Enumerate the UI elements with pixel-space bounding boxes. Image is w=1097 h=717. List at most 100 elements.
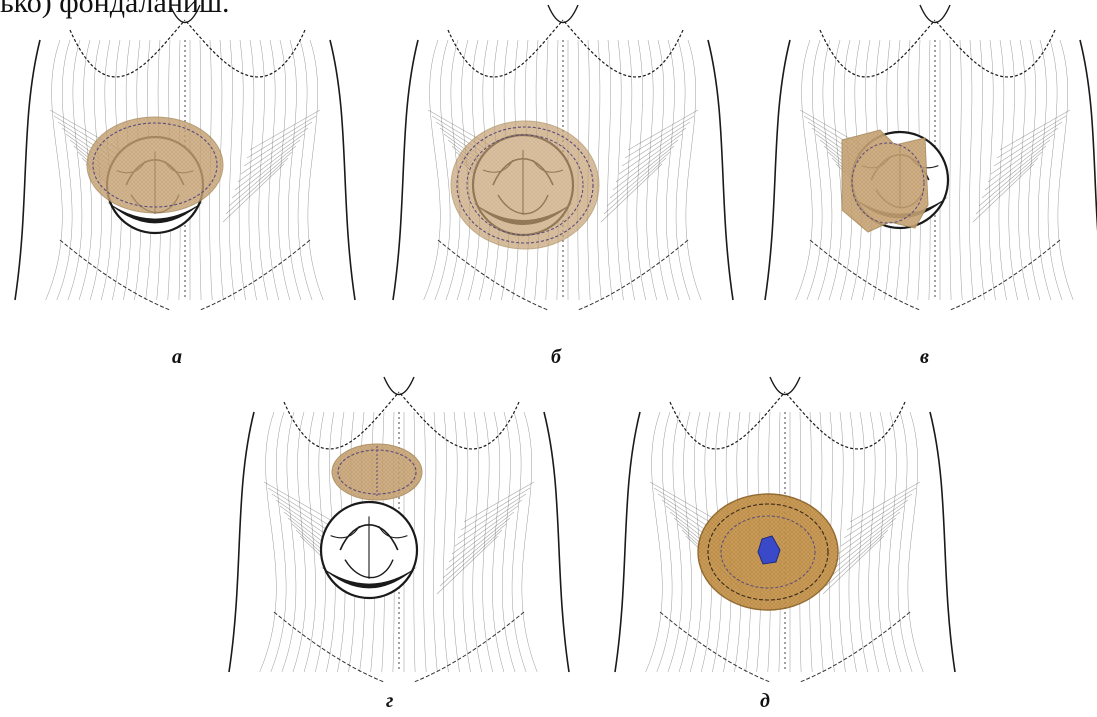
panel-d-left-flank: [615, 412, 640, 672]
panel-v-oblique-right: [979, 152, 1042, 206]
panel-g-fiber: [522, 412, 537, 672]
panel-b-fiber: [424, 40, 441, 300]
panel-g-oblique-right: [443, 524, 506, 578]
panel-a-right-costal: [185, 20, 305, 77]
panel-a-left-inguinal: [60, 240, 170, 310]
panel-d: [615, 377, 955, 682]
panel-g-left-flank: [229, 412, 254, 672]
panel-g-fiber: [433, 412, 437, 672]
panel-a-xiphoid: [170, 5, 200, 23]
panel-d-fiber: [849, 412, 857, 672]
panel-d-oblique-right: [835, 512, 900, 562]
panel-b-left-flank: [393, 40, 418, 300]
panel-b-fiber: [617, 40, 623, 300]
panel-g-fiber: [304, 412, 315, 672]
panel-g-fiber: [512, 412, 526, 672]
panel-a-fiber: [298, 40, 312, 300]
panel-b-fiber: [666, 40, 679, 300]
panel-v-xiphoid: [920, 5, 950, 23]
panel-d-right-flank: [930, 412, 955, 672]
panel-a-fiber: [46, 40, 63, 300]
panel-a-right-flank: [330, 40, 355, 300]
panel-b-fiber: [676, 40, 690, 300]
panel-a-oblique-right: [232, 146, 296, 198]
panel-d-right-inguinal: [800, 612, 910, 682]
panel-g-oblique-right: [452, 506, 518, 554]
panel-g-xiphoid: [384, 377, 414, 395]
panel-b-fiber: [607, 40, 612, 300]
panel-v-oblique-right: [997, 116, 1066, 158]
panel-g: [229, 377, 569, 682]
panel-b-left-inguinal: [438, 240, 548, 310]
panel-a-oblique-right: [238, 134, 304, 182]
panel-g-oblique-left: [268, 488, 337, 530]
panel-g-fiber: [424, 412, 427, 672]
panel-v-fiber: [950, 40, 951, 300]
panel-a-oblique-right: [235, 140, 300, 190]
panel-a-fiber: [249, 40, 257, 300]
panel-v-left-inguinal: [810, 240, 920, 310]
panel-v-fiber: [818, 40, 832, 300]
panel-v-mesh: [842, 130, 928, 232]
panel-d-fiber: [839, 412, 845, 672]
panel-g-right-costal: [399, 392, 519, 449]
panel-label-v: в: [920, 346, 929, 369]
panel-b-mesh: [451, 121, 599, 249]
panel-b-fiber: [627, 40, 635, 300]
panel-b-xiphoid: [548, 5, 578, 23]
panel-d-fiber: [898, 412, 912, 672]
panel-a-fiber: [239, 40, 245, 300]
panel-v-fiber: [969, 40, 973, 300]
panel-a-right-inguinal: [200, 240, 310, 310]
panel-v-fiber: [979, 40, 984, 300]
panel-v: [765, 5, 1097, 310]
panel-label-d: д: [760, 690, 770, 713]
panel-b-left-costal: [448, 20, 563, 77]
panel-v-fiber: [999, 40, 1007, 300]
panel-b-oblique-right: [613, 140, 678, 190]
panel-v-fiber: [1058, 40, 1073, 300]
panel-g-fiber: [293, 412, 306, 672]
panel-a: [15, 5, 355, 310]
panel-b-fiber: [686, 40, 701, 300]
panel-v-fiber: [960, 40, 963, 300]
panel-label-g: г: [386, 690, 393, 713]
panel-b-oblique-right: [616, 134, 682, 182]
panel-v-fiber: [1038, 40, 1051, 300]
panel-d-left-costal: [670, 392, 785, 449]
panel-d-fiber: [908, 412, 923, 672]
panel-v-oblique-right: [985, 140, 1050, 190]
panel-v-fiber: [796, 40, 813, 300]
panel-v-right-flank: [1080, 40, 1097, 300]
panel-b-oblique-right: [601, 164, 662, 222]
panel-a-oblique-right: [229, 152, 292, 206]
panel-b-oblique-right: [607, 152, 670, 206]
panel-d-right-costal: [785, 392, 905, 449]
panel-a-mesh: [87, 117, 223, 213]
panel-d-fiber: [888, 412, 901, 672]
panel-b-fiber: [597, 40, 601, 300]
panel-b-right-inguinal: [578, 240, 688, 310]
panel-v-oblique-right: [982, 146, 1046, 198]
panel-b-right-costal: [563, 20, 683, 77]
panel-v-right-inguinal: [950, 240, 1060, 310]
panel-g-left-inguinal: [274, 612, 384, 682]
panel-v-left-costal: [820, 20, 935, 77]
panel-d-oblique-right: [838, 506, 904, 554]
panel-label-b: б: [551, 346, 561, 369]
panel-g-fiber: [502, 412, 515, 672]
panel-a-fiber: [308, 40, 323, 300]
panel-v-fiber: [829, 40, 842, 300]
panel-label-a: а: [172, 346, 182, 369]
panel-v-oblique-right: [973, 164, 1034, 222]
panel-b-oblique-right: [625, 116, 694, 158]
panel-a-fiber: [229, 40, 234, 300]
panel-a-left-flank: [15, 40, 40, 300]
panel-d-left-inguinal: [660, 612, 770, 682]
panel-g-oblique-right: [461, 488, 530, 530]
panel-g-fiber: [463, 412, 471, 672]
panel-g-oblique-right: [437, 536, 498, 594]
panel-v-left-flank: [765, 40, 790, 300]
